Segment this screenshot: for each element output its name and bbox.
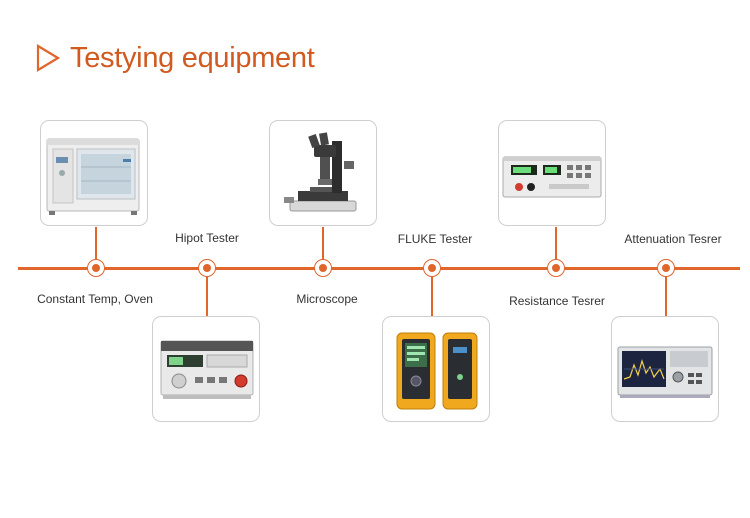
equipment-card-attenuation[interactable] bbox=[611, 316, 719, 422]
fluke-tester-image bbox=[396, 332, 478, 410]
section-header: Testying equipment bbox=[36, 40, 315, 76]
equipment-label-oven: Constant Temp, Oven bbox=[37, 292, 153, 306]
resistance-tester-image bbox=[502, 156, 602, 198]
equipment-card-hipot[interactable] bbox=[152, 316, 260, 422]
triangle-play-outline-icon bbox=[36, 44, 60, 72]
equipment-card-resistance[interactable] bbox=[498, 120, 606, 226]
oven-image bbox=[46, 138, 140, 215]
equipment-card-oven[interactable] bbox=[40, 120, 148, 226]
timeline-line bbox=[18, 267, 740, 270]
connector-resistance bbox=[555, 227, 557, 268]
timeline-node-oven bbox=[87, 259, 105, 277]
page-title: Testying equipment bbox=[70, 41, 315, 74]
equipment-label-attenuation: Attenuation Tesrer bbox=[624, 232, 722, 246]
timeline-node-fluke bbox=[423, 259, 441, 277]
timeline-node-hipot bbox=[198, 259, 216, 277]
equipment-label-fluke: FLUKE Tester bbox=[397, 232, 473, 246]
timeline-node-resistance bbox=[547, 259, 565, 277]
equipment-card-microscope[interactable] bbox=[269, 120, 377, 226]
equipment-card-fluke[interactable] bbox=[382, 316, 490, 422]
timeline-node-microscope bbox=[314, 259, 332, 277]
hipot-tester-image bbox=[160, 340, 254, 399]
connector-hipot bbox=[206, 268, 208, 318]
equipment-label-hipot: Hipot Tester bbox=[175, 231, 239, 245]
timeline-node-attenuation bbox=[657, 259, 675, 277]
attenuation-tester-image bbox=[617, 346, 713, 398]
connector-oven bbox=[95, 227, 97, 268]
equipment-label-resistance: Resistance Tesrer bbox=[509, 294, 605, 308]
connector-fluke bbox=[431, 268, 433, 318]
equipment-label-microscope: Microscope bbox=[296, 292, 358, 306]
connector-attenuation bbox=[665, 268, 667, 318]
connector-microscope bbox=[322, 227, 324, 268]
microscope-image bbox=[284, 132, 357, 212]
